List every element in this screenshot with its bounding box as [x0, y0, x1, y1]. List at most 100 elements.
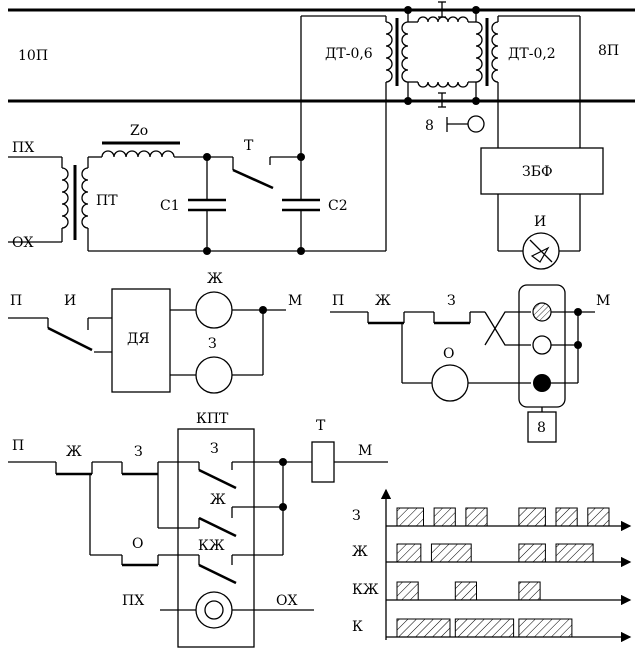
- signal-input-label: П: [332, 293, 344, 309]
- kpt-block: [177, 428, 255, 648]
- indicator-icon: [522, 232, 560, 270]
- coupling-windings: [408, 16, 476, 88]
- junction-dot: [279, 503, 287, 511]
- junction-dot: [259, 306, 267, 314]
- lamp-bottom-label: З: [208, 336, 217, 352]
- left-line-label: 10П: [18, 48, 48, 64]
- timing-row-label: КЖ: [352, 582, 379, 598]
- indicator-label: И: [534, 214, 546, 230]
- input-top-label: ПХ: [12, 140, 34, 156]
- junction-dot: [203, 153, 211, 161]
- supply-bottom-label: ОХ: [276, 593, 297, 609]
- timing-pulse: [396, 507, 424, 527]
- junction-dot: [404, 97, 412, 105]
- coder-contact-z-label: З: [134, 444, 143, 460]
- motor-rotor-icon: [204, 600, 224, 620]
- relay-input-label: П: [10, 293, 22, 309]
- coder-output-label: М: [358, 443, 372, 459]
- junction-dot: [472, 97, 480, 105]
- capacitor-1-label: С1: [160, 198, 180, 214]
- white-light-icon: [532, 335, 552, 355]
- timing-pulse: [518, 507, 546, 527]
- jumper-number-label: 8: [425, 118, 434, 134]
- timing-pulse: [555, 543, 594, 563]
- insulated-joint-bottom: [438, 92, 446, 108]
- junction-dot: [297, 153, 305, 161]
- junction-dot: [279, 458, 287, 466]
- lamp-o-label: О: [443, 346, 454, 362]
- junction-dot: [574, 341, 582, 349]
- timing-pulse: [396, 581, 419, 601]
- relay-label: ДЯ: [127, 331, 150, 347]
- timing-pulse: [396, 543, 422, 563]
- yellow-light-icon: [532, 302, 552, 322]
- timing-row-label: З: [352, 508, 361, 524]
- junction-dot: [297, 247, 305, 255]
- track-transformer-label: ПТ: [96, 193, 118, 209]
- timing-pulse: [433, 507, 456, 527]
- contact-1-label: Ж: [375, 293, 391, 309]
- lamp-top-icon: [195, 291, 233, 329]
- signal-number-label: 8: [537, 420, 546, 436]
- timing-pulse: [454, 581, 477, 601]
- timing-pulse: [518, 581, 541, 601]
- timing-pulse: [430, 543, 472, 563]
- coder-input-label: П: [12, 438, 24, 454]
- switch-zh-label: Ж: [210, 492, 226, 508]
- coder-circuit: П Ж З О КПТ З Ж КЖ: [8, 411, 388, 648]
- coder-contact-o-label: О: [132, 536, 143, 552]
- relay-output-label: М: [288, 293, 302, 309]
- filter-block: [480, 147, 604, 195]
- capacitor-c2: [282, 157, 320, 251]
- transformer-right-label: ДТ-0,2: [508, 46, 556, 62]
- junction-dot: [203, 247, 211, 255]
- timing-row-label: Ж: [352, 544, 368, 560]
- junction-dot: [574, 308, 582, 316]
- switch-kzh-label: КЖ: [198, 538, 225, 554]
- capacitor-2-label: С2: [328, 198, 348, 214]
- kpt-label: КПТ: [196, 411, 229, 427]
- coder-contact-zh-label: Ж: [66, 444, 82, 460]
- contact-2-label: З: [447, 293, 456, 309]
- timing-pulse: [587, 507, 610, 527]
- transformer-dt-02: [475, 10, 581, 148]
- timing-pulse: [396, 618, 451, 638]
- lamp-bottom-icon: [195, 356, 233, 394]
- lamp-o-icon: [431, 364, 469, 402]
- timing-pulse: [465, 507, 488, 527]
- reactor-zo: [88, 141, 207, 158]
- contact-t-label: Т: [244, 138, 254, 154]
- timing-pulse: [555, 507, 578, 527]
- signal-output-label: М: [596, 293, 610, 309]
- filter-label: ЗБФ: [522, 164, 553, 180]
- right-line-label: 8П: [598, 43, 619, 59]
- capacitor-c1: [188, 157, 226, 251]
- relay-circuit: П И ДЯ Ж З М: [8, 271, 302, 394]
- supply-top-label: ПХ: [122, 593, 144, 609]
- signal-circuit: П Ж З О М 8: [330, 284, 610, 443]
- input-bottom-label: ОХ: [12, 235, 33, 251]
- switch-z-label: З: [210, 441, 219, 457]
- transformer-t-block: [311, 441, 335, 483]
- timing-row-label: К: [352, 619, 363, 635]
- signal-number-box: [527, 411, 557, 443]
- relay-block: [111, 288, 171, 393]
- timing-pulse: [454, 618, 515, 638]
- timing-pulse: [518, 543, 546, 563]
- jumper-8: [446, 115, 485, 133]
- transformer-t-label: Т: [316, 418, 326, 434]
- junction-dot: [472, 6, 480, 14]
- reactor-label: Zo: [130, 123, 148, 139]
- contact-t: [207, 156, 301, 190]
- track-transformer: [8, 156, 89, 251]
- timing-diagram: З Ж КЖ К: [352, 488, 632, 643]
- top-circuit: 10П 8П ДТ-0,6: [8, 1, 635, 270]
- relay-contact-label: И: [64, 293, 76, 309]
- timing-pulse: [518, 618, 573, 638]
- red-light-icon: [533, 374, 551, 392]
- lamp-top-label: Ж: [207, 271, 223, 287]
- motor-icon: [195, 591, 233, 629]
- transformer-left-label: ДТ-0,6: [325, 46, 373, 62]
- junction-dot: [404, 6, 412, 14]
